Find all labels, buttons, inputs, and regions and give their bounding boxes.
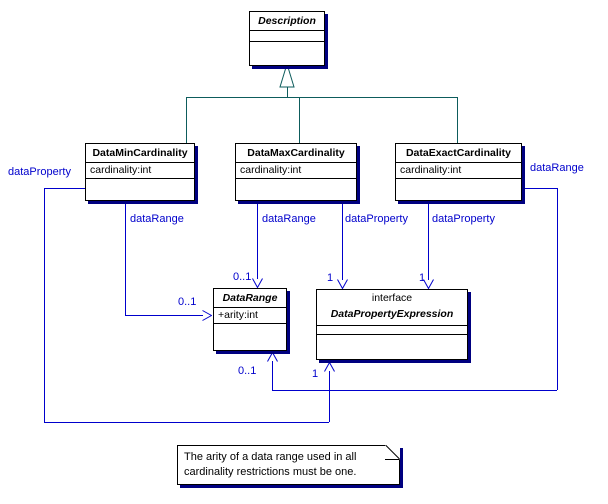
- multiplicity-label: 0..1: [238, 365, 257, 377]
- open-arrowhead-up-icon: [267, 352, 278, 362]
- class-name: DataRange: [222, 292, 278, 304]
- generalization-branch-min-line: [186, 97, 187, 143]
- class-box-datamincardinality: DataMinCardinality cardinality:int: [85, 143, 195, 201]
- class-operations-empty: [396, 179, 521, 200]
- generalization-branch-max-line: [299, 97, 300, 143]
- multiplicity-label: 0..1: [233, 271, 252, 283]
- open-arrowhead-down-icon: [423, 279, 434, 289]
- assoc-exact-datarange-line: [272, 361, 273, 390]
- edge-label-datarange: dataRange: [262, 213, 316, 225]
- class-name: DataMaxCardinality: [247, 147, 345, 159]
- assoc-max-dataproperty-line: [342, 202, 343, 280]
- generalization-triangle-icon: [279, 63, 295, 88]
- edge-label-dataproperty: dataProperty: [345, 213, 408, 225]
- open-arrowhead-down-icon: [337, 279, 348, 289]
- class-attribute: cardinality:int: [396, 163, 521, 179]
- class-name: DataMinCardinality: [92, 147, 188, 159]
- class-box-description: Description: [249, 11, 325, 66]
- class-operations-empty: [317, 335, 467, 359]
- class-attribute: cardinality:int: [236, 163, 356, 179]
- class-name: DataPropertyExpression: [330, 308, 454, 320]
- assoc-min-datarange-line: [125, 202, 126, 315]
- assoc-max-datarange-line: [257, 202, 258, 279]
- assoc-min-dataproperty-line: [44, 188, 45, 422]
- assoc-exact-datarange-line: [272, 390, 557, 391]
- multiplicity-label: 0..1: [178, 296, 197, 308]
- multiplicity-label: 1: [327, 272, 334, 284]
- assoc-exact-datarange-line: [557, 188, 558, 390]
- class-name: DataExactCardinality: [405, 147, 512, 159]
- class-name: Description: [258, 15, 316, 27]
- edge-label-dataproperty: dataProperty: [8, 166, 71, 178]
- class-box-datamaxcardinality: DataMaxCardinality cardinality:int: [235, 143, 357, 201]
- assoc-exact-dataproperty-line: [428, 202, 429, 280]
- assoc-exact-datarange-line: [521, 188, 557, 189]
- open-arrowhead-down-icon: [252, 278, 263, 288]
- open-arrowhead-right-icon: [202, 310, 212, 321]
- class-box-datarange: DataRange +arity:int: [213, 288, 287, 351]
- generalization-bus-line: [186, 97, 458, 98]
- note-text-line2: cardinality restrictions must be one.: [184, 466, 357, 478]
- class-stereotype: interface: [371, 292, 413, 304]
- class-attribute: cardinality:int: [86, 163, 194, 179]
- uml-note: The arity of a data range used in all ca…: [177, 444, 400, 485]
- edge-label-dataproperty: dataProperty: [432, 213, 495, 225]
- assoc-min-dataproperty-line: [329, 371, 330, 422]
- multiplicity-label: 1: [312, 368, 319, 380]
- assoc-min-dataproperty-line: [44, 422, 329, 423]
- generalization-stem-line: [287, 87, 288, 98]
- note-fold-icon: [385, 444, 400, 460]
- class-operations-empty: [214, 324, 286, 350]
- note-text-line1: The arity of a data range used in all: [184, 451, 357, 463]
- class-attributes-empty: [250, 31, 324, 42]
- multiplicity-label: 1: [419, 272, 426, 284]
- assoc-min-dataproperty-line: [44, 188, 85, 189]
- class-operations-empty: [86, 179, 194, 200]
- generalization-branch-exact-line: [457, 97, 458, 143]
- class-box-dataexactcardinality: DataExactCardinality cardinality:int: [395, 143, 522, 201]
- open-arrowhead-up-icon: [324, 362, 335, 372]
- class-attributes-empty: [317, 326, 467, 335]
- class-box-datapropertyexpression: interface DataPropertyExpression: [316, 289, 468, 360]
- edge-label-datarange: dataRange: [530, 162, 584, 174]
- assoc-min-datarange-line: [125, 315, 203, 316]
- class-operations-empty: [236, 179, 356, 200]
- class-operations-empty: [250, 42, 324, 65]
- edge-label-datarange: dataRange: [130, 213, 184, 225]
- class-attribute: +arity:int: [214, 308, 286, 324]
